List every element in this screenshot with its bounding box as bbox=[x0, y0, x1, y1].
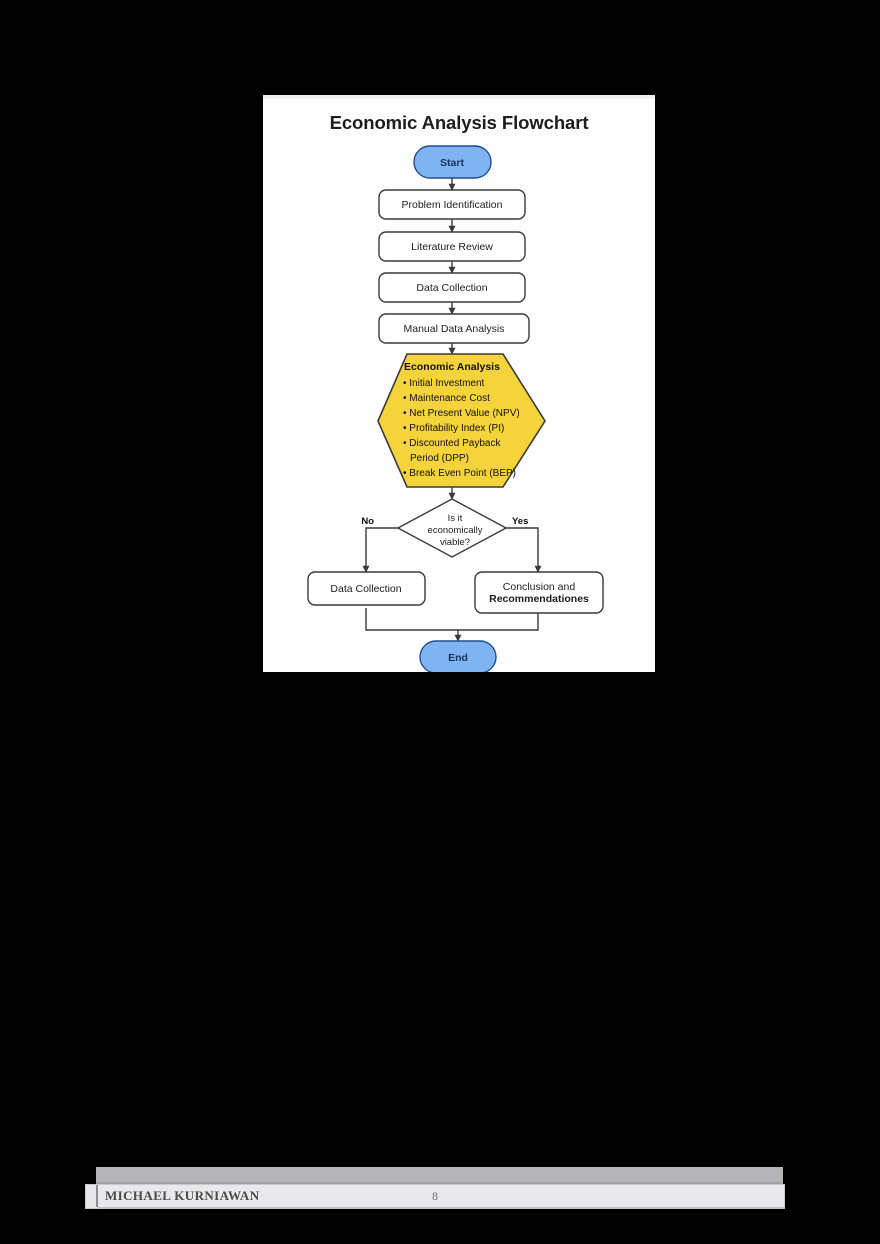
node-data-collection-1: Data Collection bbox=[378, 272, 526, 303]
edge-decision-no bbox=[362, 527, 398, 573]
edge-conclude-to-end bbox=[458, 613, 539, 631]
flowchart-canvas: Start Problem Identification Literature … bbox=[307, 145, 604, 672]
footer-bottom-edge bbox=[97, 1207, 785, 1209]
decision-label-yes: Yes bbox=[512, 516, 528, 527]
decision-line3: viable? bbox=[440, 537, 470, 548]
problem-identification-label: Problem Identification bbox=[402, 199, 503, 211]
decision-line1: Is it bbox=[448, 513, 463, 524]
economic-analysis-shape bbox=[377, 353, 546, 488]
literature-review-label: Literature Review bbox=[411, 241, 493, 253]
node-economic-analysis-hexagon: Economic Analysis • Initial Investment •… bbox=[377, 353, 546, 488]
manual-data-analysis-shape bbox=[378, 313, 530, 344]
economic-analysis-item-4: • Discounted Payback bbox=[403, 438, 501, 449]
decision-line2: economically bbox=[428, 525, 483, 536]
conclusion-shape bbox=[474, 571, 604, 614]
decision-shape bbox=[396, 498, 508, 558]
node-literature-review: Literature Review bbox=[378, 231, 526, 262]
conclusion-line1: Conclusion and bbox=[503, 581, 576, 593]
end-shape bbox=[419, 640, 497, 672]
economic-analysis-item-6: • Break Even Point (BEP) bbox=[403, 468, 516, 479]
node-decision-diamond: Is it economically viable? No Yes bbox=[361, 498, 528, 558]
economic-analysis-item-3: • Profitability Index (PI) bbox=[403, 423, 504, 434]
start-shape bbox=[413, 145, 492, 179]
footer-band-inner bbox=[96, 1185, 782, 1207]
node-conclusion-recommendations: Conclusion and Recommendationes bbox=[474, 571, 604, 614]
node-manual-data-analysis: Manual Data Analysis bbox=[378, 313, 530, 344]
node-problem-identification: Problem Identification bbox=[378, 189, 526, 220]
flowchart-figure-panel: Economic Analysis Flowchart Start bbox=[263, 95, 655, 672]
manual-data-analysis-label: Manual Data Analysis bbox=[404, 323, 505, 335]
data-collection-2-shape bbox=[307, 571, 426, 606]
economic-analysis-item-0: • Initial Investment bbox=[403, 378, 485, 389]
footer-author: MICHAEL KURNIAWAN bbox=[105, 1188, 260, 1203]
panel-top-band bbox=[263, 95, 655, 99]
end-label: End bbox=[448, 652, 468, 664]
node-data-collection-2: Data Collection bbox=[307, 571, 426, 606]
node-start: Start bbox=[413, 145, 492, 179]
problem-identification-shape bbox=[378, 189, 526, 220]
conclusion-line2: Recommendationes bbox=[489, 593, 589, 605]
economic-analysis-item-2: • Net Present Value (NPV) bbox=[403, 408, 520, 419]
edge-decision-yes bbox=[506, 527, 542, 573]
node-end: End bbox=[419, 640, 497, 672]
data-collection-1-label: Data Collection bbox=[416, 282, 487, 294]
data-collection-2-label: Data Collection bbox=[330, 583, 401, 595]
decision-label-no: No bbox=[361, 516, 374, 527]
footer-page-number: 8 bbox=[432, 1189, 438, 1203]
figure-title: Economic Analysis Flowchart bbox=[329, 112, 589, 133]
economic-analysis-item-5: Period (DPP) bbox=[410, 453, 469, 464]
footer-upper-bar bbox=[96, 1167, 783, 1182]
economic-analysis-title: Economic Analysis bbox=[404, 361, 500, 373]
economic-analysis-item-1: • Maintenance Cost bbox=[403, 393, 490, 404]
data-collection-1-shape bbox=[378, 272, 526, 303]
literature-review-shape bbox=[378, 231, 526, 262]
start-label: Start bbox=[440, 157, 464, 169]
footer-upper-bar-shadow bbox=[96, 1182, 783, 1185]
edge-datacol2-to-end bbox=[365, 608, 458, 631]
